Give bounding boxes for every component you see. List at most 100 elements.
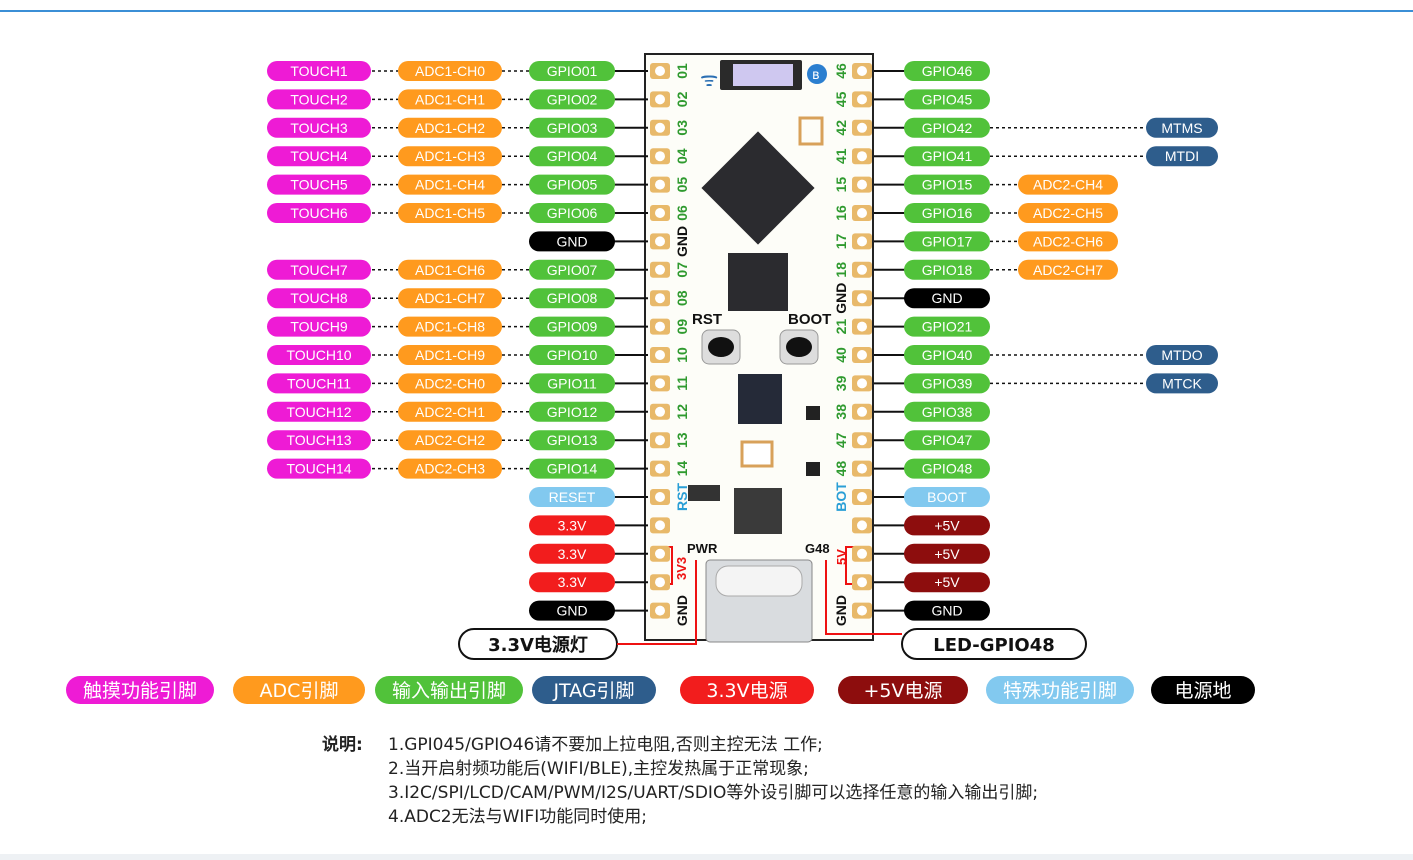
left-touch-2: TOUCH2 — [267, 89, 371, 110]
left-gpio-15-text: GPIO14 — [547, 461, 598, 477]
right-gpio-19-bg — [904, 572, 990, 593]
left-adc-10-bg — [398, 316, 502, 337]
right-pin-number: 48 — [833, 461, 849, 477]
right-gpio-15-text: GPIO48 — [922, 461, 973, 477]
right-gpio-13-bg — [904, 401, 990, 422]
right-pad-13-hole — [857, 406, 867, 417]
5v-bracket — [845, 546, 854, 585]
left-touch-14-text: TOUCH13 — [286, 432, 351, 448]
pin-rows: 01GPIO01ADC1-CH0TOUCH102GPIO02ADC1-CH1TO… — [267, 61, 1218, 626]
left-pin-number: 04 — [674, 148, 690, 164]
right-gpio-15-bg — [904, 458, 990, 479]
right-adc-7: ADC2-CH6 — [1018, 231, 1118, 252]
left-gpio-12-text: GPIO11 — [547, 375, 597, 391]
right-gpio-3: GPIO42 — [904, 117, 990, 138]
legend-item-jtag: JTAG引脚 — [532, 676, 656, 704]
left-adc-13-text: ADC2-CH1 — [415, 404, 485, 420]
callout-led-gpio48-text: LED-GPIO48 — [933, 635, 1055, 656]
left-pin-number: 14 — [674, 461, 690, 477]
left-gpio-2-bg — [529, 89, 615, 110]
legend-swatch — [233, 676, 365, 704]
left-adc-15: ADC2-CH3 — [398, 458, 502, 479]
right-pad-1-hole — [857, 66, 867, 76]
rst-button-cap[interactable] — [708, 337, 734, 357]
left-gpio-11-bg — [529, 345, 615, 365]
left-adc-8: ADC1-CH6 — [398, 259, 502, 280]
left-adc-1-bg — [398, 61, 502, 81]
smd-small-1 — [806, 406, 820, 420]
left-gpio-10: GPIO09 — [529, 316, 615, 337]
left-gpio-17: 3.3V — [529, 515, 615, 536]
left-touch-4: TOUCH4 — [267, 146, 371, 167]
legend-item-v5: +5V电源 — [838, 676, 968, 704]
left-touch-8-bg — [267, 259, 371, 280]
right-adc-7-text: ADC2-CH6 — [1033, 233, 1103, 249]
left-gpio-15-bg — [529, 458, 615, 479]
right-pin-number: 39 — [833, 375, 849, 391]
left-gpio-7-text: GND — [556, 233, 587, 249]
right-pad-2-hole — [857, 94, 867, 105]
left-pad-6-hole — [655, 208, 665, 218]
left-pad-19-hole — [655, 577, 665, 588]
left-adc-12: ADC2-CH0 — [398, 373, 502, 394]
right-gpio-2-text: GPIO45 — [922, 91, 973, 107]
left-pad-12-hole — [655, 378, 665, 389]
left-gpio-13-text: GPIO12 — [547, 404, 598, 420]
left-adc-14: ADC2-CH2 — [398, 430, 502, 451]
right-jtag-11: MTDO — [1146, 345, 1218, 365]
right-pin-number: 40 — [833, 347, 849, 363]
left-pad-13-hole — [655, 406, 665, 417]
left-adc-6: ADC1-CH5 — [398, 203, 502, 223]
left-pin-number: 03 — [674, 120, 690, 136]
left-adc-2-text: ADC1-CH1 — [415, 91, 485, 107]
left-gpio-2: GPIO02 — [529, 89, 615, 110]
left-touch-4-bg — [267, 146, 371, 167]
usb-chip — [728, 253, 788, 311]
left-gpio-12-bg — [529, 373, 615, 394]
left-adc-5-bg — [398, 174, 502, 195]
right-jtag-3: MTMS — [1146, 117, 1218, 138]
left-gpio-5-text: GPIO05 — [547, 177, 598, 193]
left-gpio-9: GPIO08 — [529, 288, 615, 309]
legend-label: ADC引脚 — [260, 680, 339, 702]
right-adc-5-bg — [1018, 174, 1118, 195]
legend-item-gpio: 输入输出引脚 — [375, 676, 523, 704]
right-gpio-7-bg — [904, 231, 990, 252]
legend-swatch — [375, 676, 523, 704]
left-gpio-16-bg — [529, 487, 615, 507]
left-pin-number: 05 — [674, 177, 690, 193]
right-gpio-14-bg — [904, 430, 990, 451]
boot-button-cap[interactable] — [786, 337, 812, 357]
note-line-1: 1.GPI045/GPIO46请不要加上拉电阻,否则主控无法 工作; — [388, 735, 823, 755]
legend-swatch — [838, 676, 968, 704]
right-adc-8-bg — [1018, 259, 1118, 280]
right-gpio-1: GPIO46 — [904, 61, 990, 81]
left-touch-4-text: TOUCH4 — [290, 148, 348, 164]
left-touch-15-text: TOUCH14 — [286, 461, 351, 477]
left-gpio-3: GPIO03 — [529, 117, 615, 138]
right-pin-number: 21 — [833, 319, 849, 335]
left-adc-12-bg — [398, 373, 502, 394]
callout-3v3-line — [617, 560, 697, 645]
left-adc-6-text: ADC1-CH5 — [415, 205, 485, 221]
left-adc-9: ADC1-CH7 — [398, 288, 502, 309]
right-pad-16-hole — [857, 492, 867, 502]
legend-swatch — [1151, 676, 1255, 704]
right-gpio-6-bg — [904, 203, 990, 223]
left-adc-4-text: ADC1-CH3 — [415, 148, 485, 164]
right-adc-6: ADC2-CH5 — [1018, 203, 1118, 223]
left-gpio-8-text: GPIO07 — [547, 262, 598, 278]
legend-label: JTAG引脚 — [552, 680, 634, 702]
right-gpio-8-text: GPIO18 — [922, 262, 973, 278]
left-adc-15-bg — [398, 458, 502, 479]
right-pad-11-hole — [857, 350, 867, 360]
left-gpio-13: GPIO12 — [529, 401, 615, 422]
right-pad-17-hole — [857, 520, 867, 531]
left-gpio-5: GPIO05 — [529, 174, 615, 195]
left-pin-number: 12 — [674, 404, 690, 420]
right-gpio-20-text: GND — [931, 603, 962, 619]
note-line-2: 2.当开启射频功能后(WIFI/BLE),主控发热属于正常现象; — [388, 759, 809, 779]
left-pad-14-hole — [655, 435, 665, 446]
left-touch-8-text: TOUCH7 — [290, 262, 348, 278]
left-touch-3-bg — [267, 117, 371, 138]
